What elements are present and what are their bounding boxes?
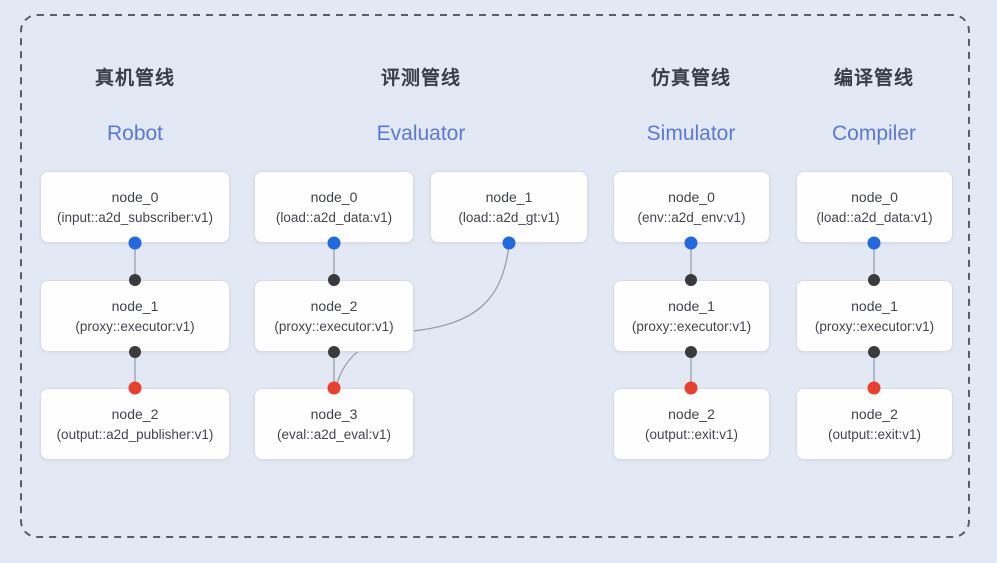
- node-title: node_0: [668, 188, 715, 205]
- node-title: node_1: [668, 297, 715, 314]
- node-title: node_2: [668, 405, 715, 422]
- node-title: node_0: [111, 188, 159, 205]
- node-subtitle: (load::a2d_data:v1): [275, 209, 393, 225]
- node-box-robot-node_1: node_1 (proxy::executor:v1): [40, 280, 230, 352]
- pipeline-title-en-compiler: Compiler: [831, 122, 917, 145]
- pipeline-title-zh-simulator: 仿真管线: [650, 68, 732, 89]
- node-box-evaluator-node_3: node_3 (eval::a2d_eval:v1): [254, 388, 414, 460]
- node-subtitle: (load::a2d_data:v1): [816, 209, 933, 225]
- node-subtitle: (proxy::executor:v1): [814, 318, 935, 334]
- node-title: node_2: [310, 297, 358, 314]
- node-title: node_1: [851, 297, 898, 314]
- node-subtitle: (input::a2d_subscriber:v1): [56, 209, 214, 225]
- pipeline-title-en-robot: Robot: [106, 122, 164, 145]
- pipeline-title-zh-compiler: 编译管线: [833, 68, 915, 89]
- node-subtitle: (proxy::executor:v1): [75, 318, 195, 334]
- node-box-simulator-node_0: node_0 (env::a2d_env:v1): [613, 171, 770, 243]
- node-subtitle: (output::exit:v1): [827, 426, 922, 442]
- node-box-robot-node_0: node_0 (input::a2d_subscriber:v1): [40, 171, 230, 243]
- node-box-simulator-node_2: node_2 (output::exit:v1): [613, 388, 770, 460]
- node-title: node_1: [485, 188, 533, 205]
- node-box-evaluator-node_0: node_0 (load::a2d_data:v1): [254, 171, 414, 243]
- node-title: node_2: [851, 405, 898, 422]
- node-title: node_3: [310, 405, 358, 422]
- node-subtitle: (output::exit:v1): [644, 426, 739, 442]
- node-subtitle: (env::a2d_env:v1): [637, 209, 746, 225]
- node-title: node_0: [310, 188, 358, 205]
- node-title: node_0: [851, 188, 898, 205]
- node-subtitle: (proxy::executor:v1): [631, 318, 752, 334]
- pipeline-title-en-evaluator: Evaluator: [376, 122, 466, 145]
- pipeline-title-zh-robot: 真机管线: [94, 68, 176, 89]
- node-subtitle: (load::a2d_gt:v1): [458, 209, 560, 225]
- node-subtitle: (eval::a2d_eval:v1): [276, 426, 392, 442]
- pipeline-title-zh-evaluator: 评测管线: [380, 68, 462, 89]
- node-title: node_2: [111, 405, 159, 422]
- node-box-compiler-node_1: node_1 (proxy::executor:v1): [796, 280, 953, 352]
- node-title: node_1: [111, 297, 159, 314]
- node-box-robot-node_2: node_2 (output::a2d_publisher:v1): [40, 388, 230, 460]
- node-box-evaluator-node_2: node_2 (proxy::executor:v1): [254, 280, 414, 352]
- node-box-compiler-node_2: node_2 (output::exit:v1): [796, 388, 953, 460]
- node-subtitle: (proxy::executor:v1): [274, 318, 394, 334]
- node-subtitle: (output::a2d_publisher:v1): [56, 426, 214, 442]
- node-box-evaluator-node_1: node_1 (load::a2d_gt:v1): [430, 171, 588, 243]
- pipeline-title-en-simulator: Simulator: [646, 122, 736, 145]
- node-box-simulator-node_1: node_1 (proxy::executor:v1): [613, 280, 770, 352]
- node-box-compiler-node_0: node_0 (load::a2d_data:v1): [796, 171, 953, 243]
